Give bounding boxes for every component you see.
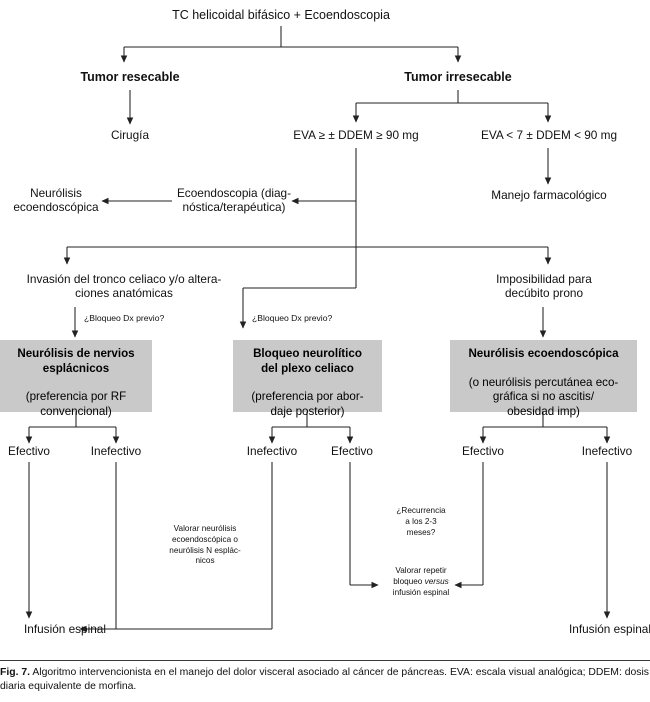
note-recurrencia: ¿Recurrencia a los 2-3 meses? <box>396 506 446 537</box>
node-root: TC helicoidal bifásico + Ecoendoscopia <box>172 8 390 22</box>
label-bloqueo-dx-previo-mid: ¿Bloqueo Dx previo? <box>252 313 333 323</box>
note-valorar-neurolisis: Valorar neurólisis ecoendoscópica o neur… <box>169 524 241 566</box>
treatment-box-esplacnicos: Neurólisis de nervios esplácnicos (prefe… <box>0 340 152 418</box>
node-manejo-farmacologico: Manejo farmacológico <box>491 188 607 202</box>
node-eva-low: EVA < 7 ± DDEM < 90 mg <box>480 128 618 142</box>
treatment-box-plexo-celiaco-sub: (preferencia por abor- daje posterior) <box>251 390 364 418</box>
node-tumor-irresecable: Tumor irresecable <box>404 70 512 84</box>
treatment-box-ecoendoscopica-head: Neurólisis ecoendoscópica <box>468 347 619 361</box>
note-valorar-repetir-versus: versus <box>424 576 449 586</box>
treatment-box-ecoendoscopica: Neurólisis ecoendoscópica (o neurólisis … <box>450 340 637 418</box>
node-tumor-resecable: Tumor resecable <box>80 70 180 84</box>
figure-number: Fig. 7. <box>0 667 31 678</box>
treatment-box-esplacnicos-sub: (preferencia por RF convencional) <box>25 390 127 418</box>
figure-caption: Fig. 7. Algoritmo intervencionista en el… <box>0 666 650 695</box>
note-valorar-repetir-line2-prefix: bloqueo <box>393 576 425 586</box>
node-neurolisis-ecoendoscopica: Neurólisis ecoendoscópica <box>13 186 99 215</box>
label-bloqueo-dx-previo-left: ¿Bloqueo Dx previo? <box>84 313 165 323</box>
note-valorar-repetir: Valorar repetir bloqueo versus infusión … <box>375 566 467 598</box>
outcome-box3-left: Efectivo <box>462 444 504 458</box>
outcome-box3-right: Inefectivo <box>581 444 633 458</box>
node-cirugia: Cirugía <box>110 128 150 142</box>
outcome-box2-right: Efectivo <box>331 444 373 458</box>
node-invasion-tronco-celiaco: Invasión del tronco celiaco y/o altera- … <box>26 272 222 301</box>
outcome-box1-right: Inefectivo <box>90 444 142 458</box>
terminal-infusion-espinal-left: Infusión espinal <box>24 622 106 636</box>
terminal-infusion-espinal-right: Infusión espinal <box>569 622 650 636</box>
treatment-box-ecoendoscopica-sub: (o neurólisis percutánea eco- gráfica si… <box>468 376 619 418</box>
note-valorar-repetir-line3: infusión espinal <box>392 587 450 597</box>
figure-caption-text: Algoritmo intervencionista en el manejo … <box>0 667 649 693</box>
outcome-box1-left: Efectivo <box>8 444 50 458</box>
treatment-box-plexo-celiaco: Bloqueo neurolítico del plexo celiaco (p… <box>233 340 382 418</box>
node-ecoendoscopia: Ecoendoscopia (diag- nóstica/terapéutica… <box>176 186 292 215</box>
node-imposibilidad-decubito: Imposibilidad para decúbito prono <box>496 272 592 301</box>
note-valorar-repetir-line1: Valorar repetir <box>395 566 447 575</box>
node-eva-high: EVA ≥ ± DDEM ≥ 90 mg <box>293 128 419 142</box>
treatment-box-esplacnicos-head: Neurólisis de nervios esplácnicos <box>17 347 135 375</box>
caption-divider <box>0 660 650 661</box>
treatment-box-plexo-celiaco-head: Bloqueo neurolítico del plexo celiaco <box>253 347 362 375</box>
outcome-box2-left: Inefectivo <box>246 444 298 458</box>
